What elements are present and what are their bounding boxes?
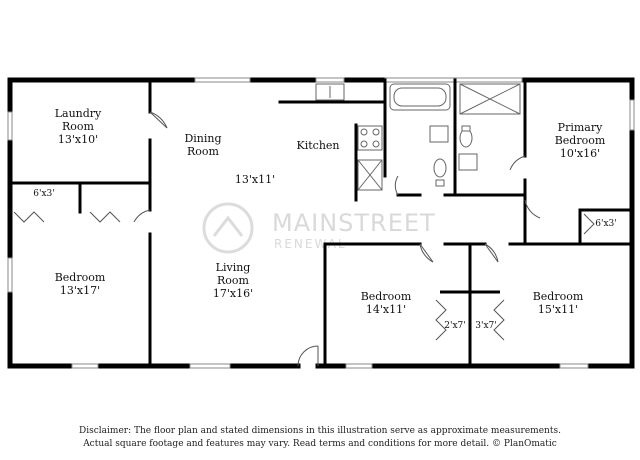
laundry-dim: 13'x10' — [58, 133, 98, 146]
kitchen-dining-dim: 13'x11' — [235, 173, 275, 186]
watermark: MAINSTREET RENEWAL — [202, 202, 436, 254]
fixtures — [315, 83, 521, 191]
watermark-sub: RENEWAL — [274, 237, 347, 251]
closet-left-dim: 6'x3' — [33, 189, 54, 199]
living-name: Living — [216, 261, 251, 274]
closet-doors — [13, 211, 595, 341]
toilet-icon-2 — [459, 128, 473, 148]
closet-mid-dim: 2'x7' — [444, 321, 465, 331]
living-dim: 17'x16' — [213, 287, 253, 300]
disclaimer-line-2: Actual square footage and features may v… — [83, 439, 557, 449]
vanity-icon-2 — [458, 153, 478, 171]
closet-primary-dim: 6'x3' — [595, 219, 616, 229]
bedroom-left-name: Bedroom — [55, 271, 106, 284]
exterior-walls — [7, 77, 635, 369]
bedroom-mid-name: Bedroom — [361, 290, 412, 303]
watermark-logo-house-icon — [212, 215, 244, 237]
dining-name: Dining — [184, 132, 221, 145]
vanity-icon — [429, 125, 449, 143]
disclaimer-line-1: Disclaimer: The floor plan and stated di… — [79, 426, 561, 436]
laundry-name-2: Room — [62, 120, 95, 133]
kitchen-name: Kitchen — [297, 139, 340, 152]
living-name-2: Room — [217, 274, 250, 287]
closet-right-dim: 3'x7' — [475, 321, 496, 331]
room-labels: Laundry Room 13'x10' Dining Room Kitchen… — [33, 107, 616, 331]
dining-name-2: Room — [187, 145, 220, 158]
primary-dim: 10'x16' — [560, 147, 600, 160]
doors — [133, 111, 541, 367]
watermark-logo-icon — [202, 202, 254, 254]
interior-walls — [8, 78, 634, 368]
watermark-brand: MAINSTREET — [272, 209, 436, 237]
bedroom-mid-dim: 14'x11' — [366, 303, 406, 316]
bedroom-right-name: Bedroom — [533, 290, 584, 303]
primary-name-2: Bedroom — [555, 134, 606, 147]
bedroom-left-dim: 13'x17' — [60, 284, 100, 297]
toilet-icon — [433, 158, 447, 178]
laundry-name: Laundry — [55, 107, 102, 120]
primary-name: Primary — [558, 121, 603, 134]
bedroom-right-dim: 15'x11' — [538, 303, 578, 316]
